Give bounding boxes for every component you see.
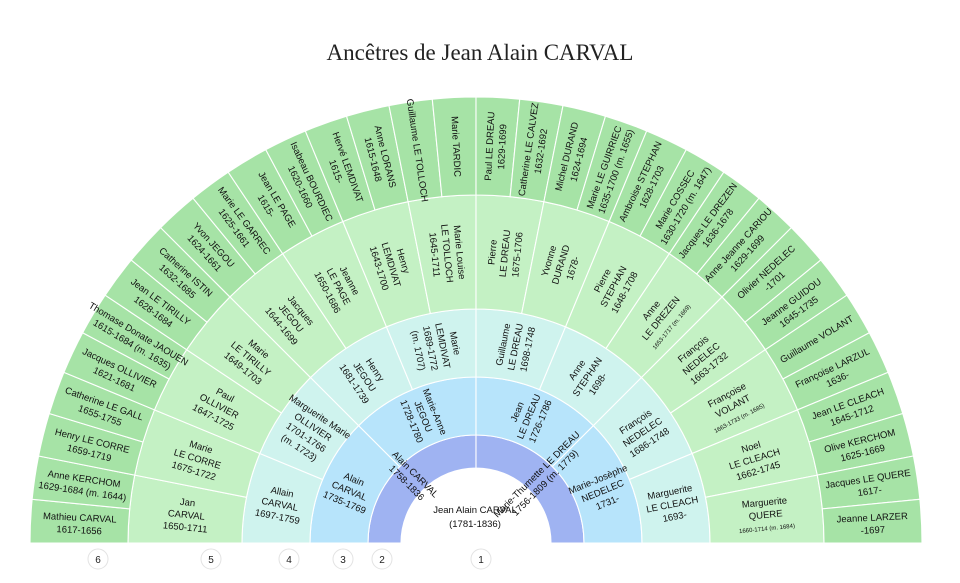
ancestor-label: Marie TARDIC <box>449 116 463 177</box>
ancestor-label: Mathieu CARVAL1617-1656 <box>42 511 117 538</box>
ancestor-label-line: Paul LE DREAU <box>483 111 497 181</box>
generation-marker-circle <box>470 548 492 570</box>
ancestor-label-line: 1650-1711 <box>162 520 208 535</box>
ancestor-label-line: Marie Louise <box>451 225 467 280</box>
generation-marker-circle <box>200 548 222 570</box>
generation-marker-circle <box>371 548 393 570</box>
ancestor-label-line: 1617-1656 <box>56 524 102 537</box>
ancestor-label: Marguerite MarieOLLIVIER1701-1766(m. 172… <box>266 393 353 473</box>
ancestor-label-line: Noel <box>740 439 762 455</box>
ancestor-label-line: Jeanne LARZER <box>836 511 908 525</box>
ancestor-label-line: -1697 <box>860 525 885 537</box>
ancestor-label-line: 1629-1699 <box>496 124 509 170</box>
generation-marker-circle <box>278 548 300 570</box>
ancestor-label: Jeanne LARZER-1697 <box>836 511 908 538</box>
ancestor-label: MargueriteQUERE 1660-1714 (m. 1684) <box>736 495 795 535</box>
ancestor-label-line: Mathieu CARVAL <box>43 511 117 526</box>
fan-segments <box>29 96 923 544</box>
generation-number: 6 <box>95 555 101 566</box>
ancestor-segment[interactable] <box>821 498 923 544</box>
ancestor-label-line: Marie TARDIC <box>449 116 463 177</box>
ancestor-label-line: LE DREAU <box>498 229 514 278</box>
ancestor-label-line: Allain <box>270 485 295 500</box>
generation-marker: 1 <box>470 548 492 570</box>
ancestor-label: PierreLE DREAU1675-1706 <box>485 228 525 279</box>
generation-marker: 2 <box>371 548 393 570</box>
generation-marker-circle <box>87 548 109 570</box>
generation-markers: 1 2 3 4 5 6 <box>87 548 492 570</box>
ancestor-label: Paul LE DREAU1629-1699 <box>483 111 510 181</box>
ancestor-label-line: Pierre <box>486 239 499 265</box>
ancestor-label: JanCARVAL1650-1711 <box>162 495 210 535</box>
page-title: Ancêtres de Jean Alain CARVAL <box>326 40 634 65</box>
generation-marker: 3 <box>332 548 354 570</box>
generation-marker: 5 <box>200 548 222 570</box>
ancestor-label-line: CARVAL <box>167 508 205 523</box>
ancestor-label-line: 1645-1711 <box>426 232 441 278</box>
ancestor-label-line: QUERE <box>748 508 783 522</box>
root-person-name: Jean Alain CARVAL <box>433 505 517 516</box>
generation-number: 3 <box>340 555 346 566</box>
ancestor-label-line: Marguerite <box>741 495 787 510</box>
generation-marker-circle <box>332 548 354 570</box>
generation-number: 5 <box>208 555 214 566</box>
generation-number: 4 <box>286 555 292 566</box>
generation-marker: 6 <box>87 548 109 570</box>
ancestor-label-line: Jan <box>179 497 195 509</box>
ancestor-label-line: 1617- <box>857 485 883 499</box>
ancestor-label: Marie LouiseLE TOLLOCH1645-1711 <box>426 222 468 284</box>
root-person[interactable]: Jean Alain CARVAL (1781-1836) <box>433 505 517 530</box>
generation-number: 1 <box>478 555 484 566</box>
ancestor-label-line: 1675-1706 <box>510 232 525 278</box>
generation-marker: 4 <box>278 548 300 570</box>
ancestor-label: MarieLEMDIVAT1689-1772(m. 1707) <box>408 320 465 375</box>
ancestor-label-line: 1693- <box>662 509 688 525</box>
ancestor-label-line: Marie <box>447 331 462 356</box>
ancestor-label-line: 1660-1714 (m. 1684) <box>739 524 795 535</box>
generation-number: 2 <box>379 555 385 566</box>
root-person-dates: (1781-1836) <box>449 519 501 530</box>
